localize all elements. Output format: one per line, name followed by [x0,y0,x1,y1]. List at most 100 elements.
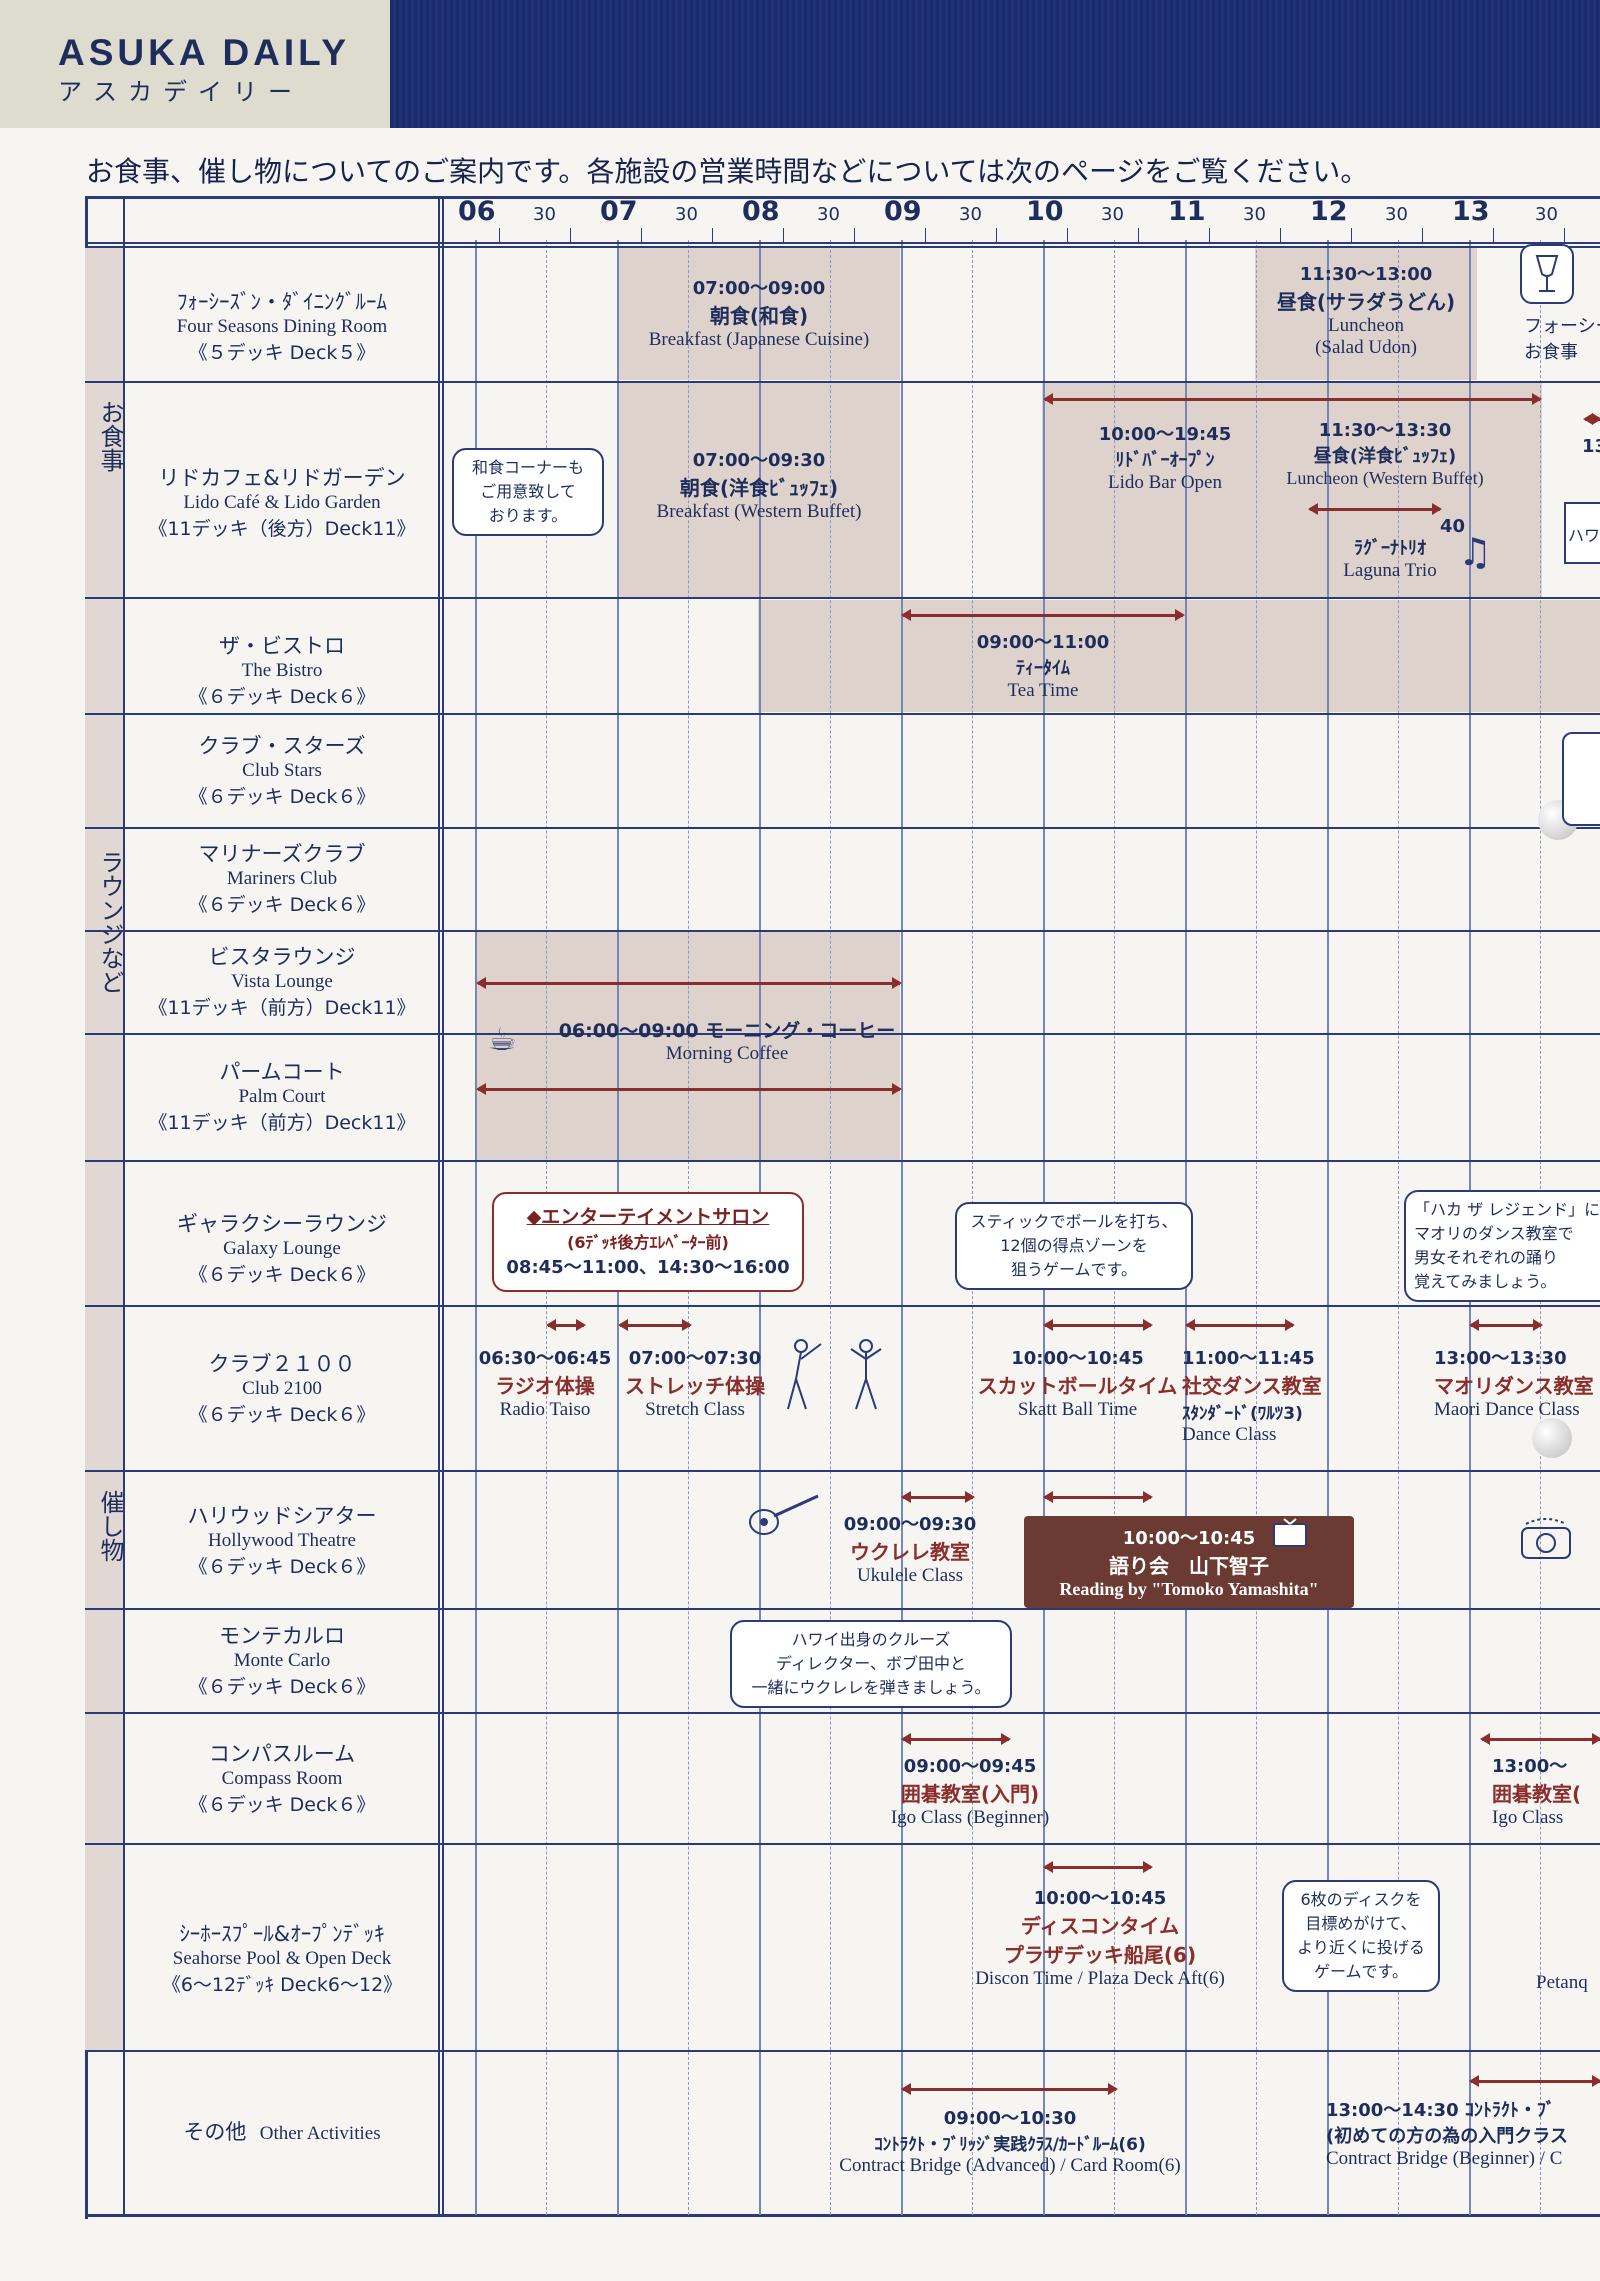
venue-other: その他 Other Activities [124,2116,440,2146]
event-time: 09:00～09:30 [843,1514,977,1535]
music-note-icon: ♫ [1458,530,1493,574]
venue-name-en: Monte Carlo [233,1650,331,1671]
venue-deck: 《６デッキ Deck６》 [188,1676,376,1698]
half-13: 30 [1535,204,1558,225]
arrow-reading [1043,1491,1153,1503]
note-line: ハワイ出身のクルーズ [791,1630,951,1649]
hour-06: 06 [458,196,496,227]
event-bridge-advanced: 09:00～10:30 ｺﾝﾄﾗｸﾄ・ﾌﾞﾘｯｼﾞ実践ｸﾗｽ/ｶｰﾄﾞﾙｰﾑ(6… [805,2104,1215,2177]
event-fs-edge: フォーシー お食事 [1524,312,1600,364]
event-time: 10:00～10:45 [1033,1888,1167,1909]
event-title-ja: マオリダンス教室 [1434,1374,1594,1398]
venue-palm-court: パームコート Palm Court 《11デッキ（前方）Deck11》 [124,1056,440,1135]
event-morning-coffee: 06:00～09:00 モーニング・コーヒー Morning Coffee [552,1016,902,1065]
note-line: 和食コーナーも [471,458,584,477]
venue-deck: 《6～12ﾃﾞｯｷ Deck6～12》 [161,1974,403,1996]
hour-08: 08 [742,196,780,227]
tick [1209,228,1210,242]
row-divider [85,1712,1600,1714]
row-divider [85,597,1600,599]
venue-monte-carlo: モンテカルロ Monte Carlo 《６デッキ Deck６》 [124,1620,440,1699]
venue-name-en: Club Stars [242,760,322,781]
event-subtitle-ja: ｽﾀﾝﾀﾞｰﾄﾞ(ﾜﾙﾂ3) [1182,1404,1303,1424]
event-title-en: Igo Class [1492,1807,1564,1828]
event-time: 06:00～09:00 [558,1020,699,1042]
shade-fs-lunch [1255,248,1477,380]
note-line: おります。 [488,506,568,525]
arrow-dance [1185,1319,1295,1331]
note-line: ディレクター、ボブ田中と [775,1654,967,1673]
tick [1422,228,1423,242]
row-divider [85,713,1600,715]
event-laguna-num: 40 [1440,516,1466,537]
event-title-ja: ﾃｨｰﾀｲﾑ [1016,658,1070,679]
event-time: 10:00～10:45 [1122,1528,1256,1549]
event-title-en: Tea Time [1007,680,1079,701]
grid-bottom-border [85,2214,1600,2217]
event-title-ja: 語り会 山下智子 [1109,1554,1269,1578]
event-bridge-beginner: 13:00～14:30 ｺﾝﾄﾗｸﾄ・ﾌﾞ (初めての方の為の入門クラス Con… [1326,2096,1600,2170]
venue-name-en: Vista Lounge [231,971,333,992]
venue-deck: 《６デッキ Deck６》 [188,1404,376,1426]
venue-name-ja: ハリウッドシアター [187,1504,377,1528]
venue-name-en: Four Seasons Dining Room [176,316,388,337]
header-band [390,0,1600,128]
category-column-dining [85,248,123,714]
wine-glass-icon [1520,244,1574,304]
venue-seahorse-pool: ｼｰﾎｰｽﾌﾟｰﾙ&ｵｰﾌﾟﾝﾃﾞｯｷ Seahorse Pool & Open… [124,1918,440,1997]
event-title-ja: 朝食(和食) [709,304,809,328]
arrow-tea-time [901,609,1185,621]
event-title-ja: 社交ダンス教室 [1182,1374,1322,1398]
venue-name-ja: モンテカルロ [219,1624,345,1648]
venue-deck: 《11デッキ（後方）Deck11》 [148,518,416,540]
gridline-half [1256,240,1257,2215]
event-skatt-ball: 10:00～10:45 スカットボールタイム Skatt Ball Time [970,1344,1185,1421]
arrow-igo-edge [1480,1733,1600,1745]
event-title-ja: 囲碁教室( [1492,1782,1582,1806]
event-title-en: Reading by "Tomoko Yamashita" [1059,1579,1319,1599]
event-title-en-2: (Salad Udon) [1315,337,1417,358]
note-line: 覚えてみましょう。 [1414,1272,1557,1291]
venue-name-ja: ﾌｫｰｼｰｽﾞﾝ・ﾀﾞｲﾆﾝｸﾞﾙｰﾑ [177,290,387,314]
venue-hollywood-theatre: ハリウッドシアター Hollywood Theatre 《６デッキ Deck６》 [124,1500,440,1579]
event-title-ja: 昼食(洋食ﾋﾞｭｯﾌｪ) [1313,446,1457,467]
note-line: マオリのダンス教室で [1414,1224,1574,1243]
venue-name-en: The Bistro [241,660,323,681]
tick [499,228,500,242]
note-line: スティックでボールを打ち、 [970,1212,1178,1231]
event-title-en: Contract Bridge (Advanced) / Card Room(6… [839,2155,1181,2176]
event-title-ja: 囲碁教室(入門) [900,1782,1040,1806]
event-time: 07:00～09:00 [692,278,826,299]
tick [1564,228,1565,242]
event-time: 07:00～07:30 [628,1348,762,1369]
edge-text: お食事 [1524,342,1578,363]
arrow-bridge-beginner [1469,2075,1600,2087]
event-title-en: Maori Dance Class [1434,1399,1580,1420]
event-title-en: Luncheon [1328,315,1404,336]
event-lido-bar: 10:00～19:45 ﾘﾄﾞﾊﾞｰｵｰﾌﾟﾝ Lido Bar Open [1080,420,1250,494]
event-title-ja: ﾗｸﾞｰﾅﾄﾘｵ [1354,538,1426,559]
event-title-en: Dance Class [1182,1424,1277,1445]
note-line: 狙うゲームです。 [1011,1260,1137,1279]
category-column-events [85,1162,123,2052]
venue-lido: リドカフェ&リドガーデン Lido Café & Lido Garden 《11… [124,462,440,541]
event-title-en: Breakfast (Western Buffet) [656,501,862,522]
venue-deck: 《５デッキ Deck５》 [188,342,376,364]
tv-icon [1272,1518,1308,1552]
event-maori-dance: 13:00～13:30 マオリダンス教室 Maori Dance Class [1434,1344,1600,1421]
event-subtitle-ja: プラザデッキ船尾(6) [1003,1943,1197,1967]
row-divider [85,381,1600,383]
event-title-en: Lido Bar Open [1108,472,1222,493]
tick [641,228,642,242]
half-12: 30 [1385,204,1408,225]
event-stretch: 07:00～07:30 ストレッチ体操 Stretch Class [620,1344,770,1421]
header-row-divider [85,242,1600,244]
arrow-coffee-palm [476,1083,902,1095]
row-divider [85,1843,1600,1845]
note-haka: 「ハカ ザ レジェンド」に マオリのダンス教室で 男女それぞれの踊り 覚えてみま… [1404,1190,1600,1302]
tick [1351,228,1352,242]
event-dance-class: 11:00～11:45 社交ダンス教室 ｽﾀﾝﾀﾞｰﾄﾞ(ﾜﾙﾂ3) Dance… [1182,1344,1342,1446]
event-fs-breakfast: 07:00～09:00 朝食(和食) Breakfast (Japanese C… [618,274,900,351]
salon-times: 08:45～11:00、14:30～16:00 [506,1257,790,1278]
venue-name-en: Lido Café & Lido Garden [183,492,381,513]
